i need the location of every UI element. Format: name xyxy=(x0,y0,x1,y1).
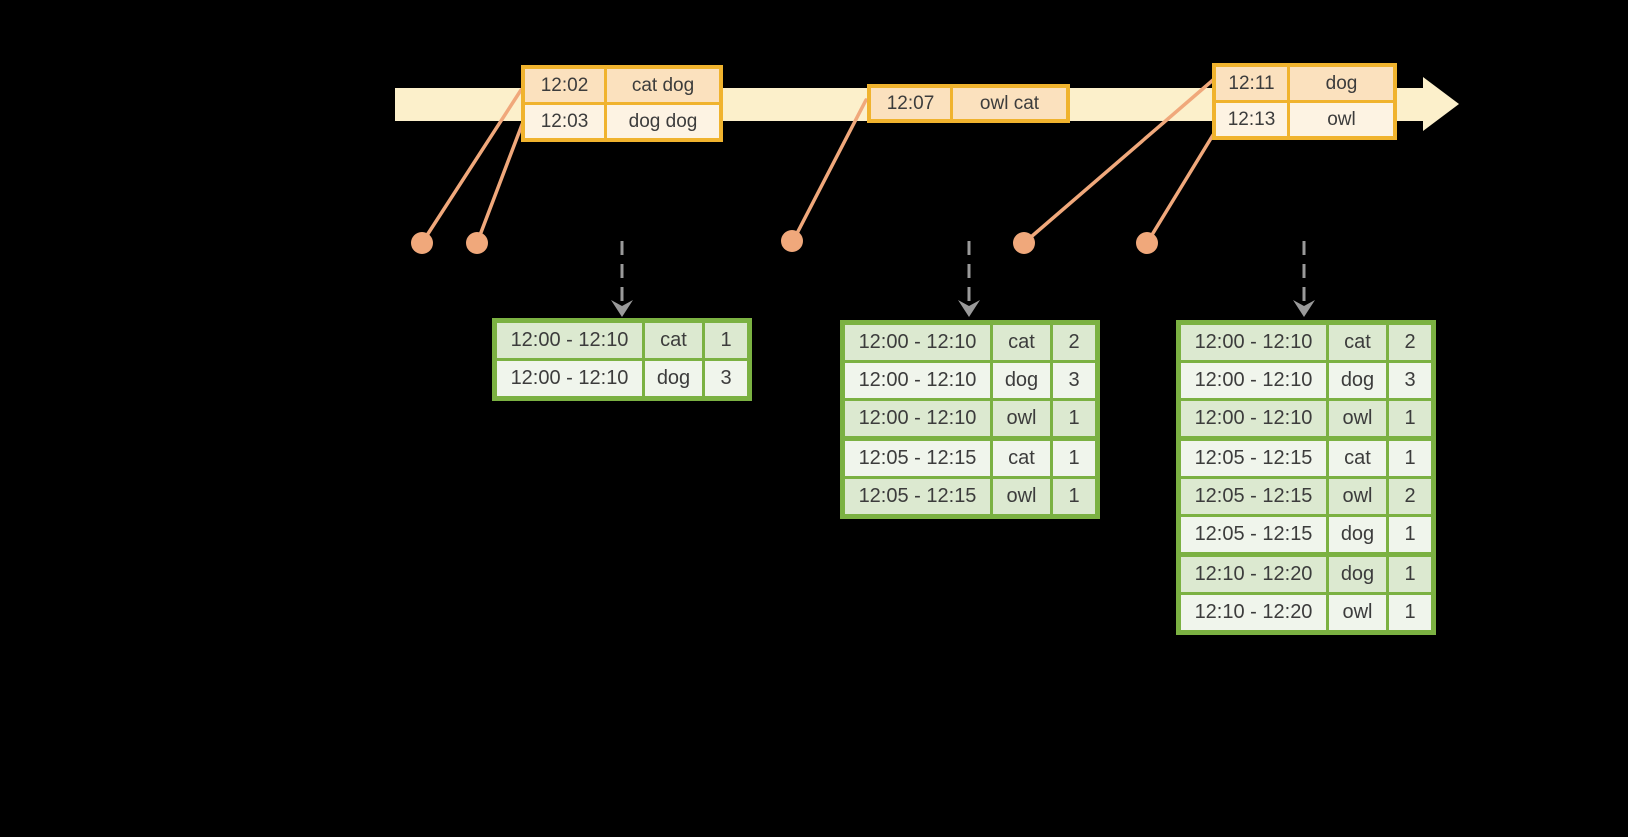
event-row: 12:02 cat dog xyxy=(525,69,719,102)
window-cell: 12:05 - 12:15 xyxy=(1181,441,1326,476)
word-cell: owl xyxy=(993,401,1050,436)
event-time-cell: 12:07 xyxy=(871,88,950,119)
event-connector-line xyxy=(420,88,523,245)
result-row: 12:10 - 12:20 dog 1 xyxy=(1181,557,1431,592)
word-cell: owl xyxy=(993,479,1050,514)
result-table-2: 12:00 - 12:10 cat 2 12:00 - 12:10 dog 3 … xyxy=(840,320,1100,519)
count-cell: 1 xyxy=(1053,401,1095,436)
window-cell: 12:00 - 12:10 xyxy=(845,325,990,360)
event-words-cell: dog xyxy=(1290,67,1393,100)
word-cell: dog xyxy=(993,363,1050,398)
result-row: 12:00 - 12:10 cat 2 xyxy=(845,325,1095,360)
count-cell: 2 xyxy=(1053,325,1095,360)
event-dot xyxy=(411,232,433,254)
window-cell: 12:05 - 12:15 xyxy=(1181,517,1326,552)
word-cell: dog xyxy=(1329,557,1386,592)
count-cell: 3 xyxy=(705,361,747,396)
result-row: 12:05 - 12:15 owl 1 xyxy=(845,479,1095,514)
result-row: 12:00 - 12:10 owl 1 xyxy=(845,401,1095,436)
event-connector-line xyxy=(1145,133,1215,245)
event-row: 12:13 owl xyxy=(1216,103,1393,136)
trigger-arrowhead xyxy=(1293,300,1315,317)
word-cell: owl xyxy=(1329,401,1386,436)
event-row: 12:03 dog dog xyxy=(525,105,719,138)
word-cell: dog xyxy=(645,361,702,396)
event-row: 12:11 dog xyxy=(1216,67,1393,100)
trigger-arrowhead xyxy=(611,300,633,317)
trigger-arrow xyxy=(958,241,980,317)
window-cell: 12:10 - 12:20 xyxy=(1181,595,1326,630)
count-cell: 1 xyxy=(1053,441,1095,476)
result-row: 12:00 - 12:10 dog 3 xyxy=(845,363,1095,398)
result-row: 12:00 - 12:10 cat 2 xyxy=(1181,325,1431,360)
count-cell: 1 xyxy=(1053,479,1095,514)
word-cell: cat xyxy=(645,323,702,358)
word-cell: cat xyxy=(993,441,1050,476)
count-cell: 2 xyxy=(1389,325,1431,360)
event-table-3: 12:11 dog 12:13 owl xyxy=(1212,63,1397,140)
event-dot xyxy=(466,232,488,254)
result-row: 12:00 - 12:10 dog 3 xyxy=(497,361,747,396)
window-cell: 12:00 - 12:10 xyxy=(1181,401,1326,436)
event-connector-line xyxy=(475,120,525,245)
result-row: 12:10 - 12:20 owl 1 xyxy=(1181,595,1431,630)
result-row: 12:05 - 12:15 cat 1 xyxy=(845,441,1095,476)
window-cell: 12:05 - 12:15 xyxy=(845,479,990,514)
result-row: 12:00 - 12:10 owl 1 xyxy=(1181,401,1431,436)
event-table-1: 12:02 cat dog 12:03 dog dog xyxy=(521,65,723,142)
event-words-cell: owl cat xyxy=(953,88,1066,119)
count-cell: 1 xyxy=(1389,401,1431,436)
event-row: 12:07 owl cat xyxy=(871,88,1066,119)
timeline-arrowhead xyxy=(1423,77,1459,131)
event-dot xyxy=(781,230,803,252)
count-cell: 1 xyxy=(705,323,747,358)
event-words-cell: owl xyxy=(1290,103,1393,136)
event-time-cell: 12:03 xyxy=(525,105,604,138)
trigger-arrow xyxy=(1293,241,1315,317)
event-connector-line xyxy=(790,98,868,245)
result-row: 12:05 - 12:15 dog 1 xyxy=(1181,517,1431,552)
word-cell: owl xyxy=(1329,479,1386,514)
result-row: 12:00 - 12:10 dog 3 xyxy=(1181,363,1431,398)
trigger-arrowhead xyxy=(958,300,980,317)
count-cell: 1 xyxy=(1389,517,1431,552)
event-connector-line xyxy=(1022,78,1215,245)
window-cell: 12:10 - 12:20 xyxy=(1181,557,1326,592)
event-dot xyxy=(1013,232,1035,254)
event-time-cell: 12:13 xyxy=(1216,103,1287,136)
window-cell: 12:00 - 12:10 xyxy=(845,401,990,436)
trigger-arrow xyxy=(611,241,633,317)
window-cell: 12:00 - 12:10 xyxy=(497,323,642,358)
count-cell: 1 xyxy=(1389,441,1431,476)
count-cell: 1 xyxy=(1389,595,1431,630)
event-dot xyxy=(1136,232,1158,254)
word-cell: cat xyxy=(1329,441,1386,476)
count-cell: 3 xyxy=(1389,363,1431,398)
count-cell: 3 xyxy=(1053,363,1095,398)
window-cell: 12:00 - 12:10 xyxy=(845,363,990,398)
event-time-cell: 12:11 xyxy=(1216,67,1287,100)
count-cell: 2 xyxy=(1389,479,1431,514)
event-words-cell: dog dog xyxy=(607,105,719,138)
word-cell: dog xyxy=(1329,363,1386,398)
word-cell: cat xyxy=(993,325,1050,360)
window-cell: 12:00 - 12:10 xyxy=(1181,325,1326,360)
window-cell: 12:05 - 12:15 xyxy=(845,441,990,476)
result-table-1: 12:00 - 12:10 cat 1 12:00 - 12:10 dog 3 xyxy=(492,318,752,401)
event-words-cell: cat dog xyxy=(607,69,719,102)
result-row: 12:00 - 12:10 cat 1 xyxy=(497,323,747,358)
window-cell: 12:05 - 12:15 xyxy=(1181,479,1326,514)
word-cell: cat xyxy=(1329,325,1386,360)
word-cell: owl xyxy=(1329,595,1386,630)
window-cell: 12:00 - 12:10 xyxy=(497,361,642,396)
event-table-2: 12:07 owl cat xyxy=(867,84,1070,123)
word-cell: dog xyxy=(1329,517,1386,552)
event-time-cell: 12:02 xyxy=(525,69,604,102)
count-cell: 1 xyxy=(1389,557,1431,592)
result-row: 12:05 - 12:15 cat 1 xyxy=(1181,441,1431,476)
result-table-3: 12:00 - 12:10 cat 2 12:00 - 12:10 dog 3 … xyxy=(1176,320,1436,635)
result-row: 12:05 - 12:15 owl 2 xyxy=(1181,479,1431,514)
window-cell: 12:00 - 12:10 xyxy=(1181,363,1326,398)
